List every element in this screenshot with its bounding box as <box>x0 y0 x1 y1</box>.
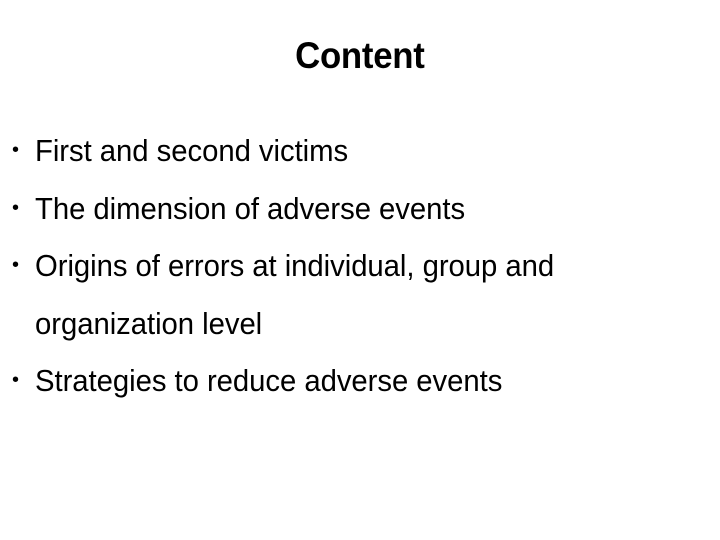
bullet-dot-icon: • <box>12 196 20 219</box>
bullet-dot-icon: • <box>12 139 20 161</box>
list-item: • Strategies to reduce adverse events <box>8 352 714 410</box>
list-item: • First and second victims <box>8 122 714 180</box>
content-bullet-list: • First and second victims • The dimensi… <box>8 122 714 410</box>
list-item-label: Strategies to reduce adverse events <box>35 363 503 398</box>
list-item-label: Origins of errors at individual, group a… <box>35 248 555 341</box>
bullet-dot-icon: • <box>12 369 20 391</box>
page-title-text: Content <box>295 35 425 76</box>
list-item: • Origins of errors at individual, group… <box>8 237 714 352</box>
list-item-label: The dimension of adverse events <box>35 190 466 226</box>
page-title: Content <box>0 34 720 78</box>
bullet-dot-icon: • <box>12 254 20 276</box>
list-item-label: First and second victims <box>35 133 349 168</box>
list-item: • The dimension of adverse events <box>8 180 714 238</box>
